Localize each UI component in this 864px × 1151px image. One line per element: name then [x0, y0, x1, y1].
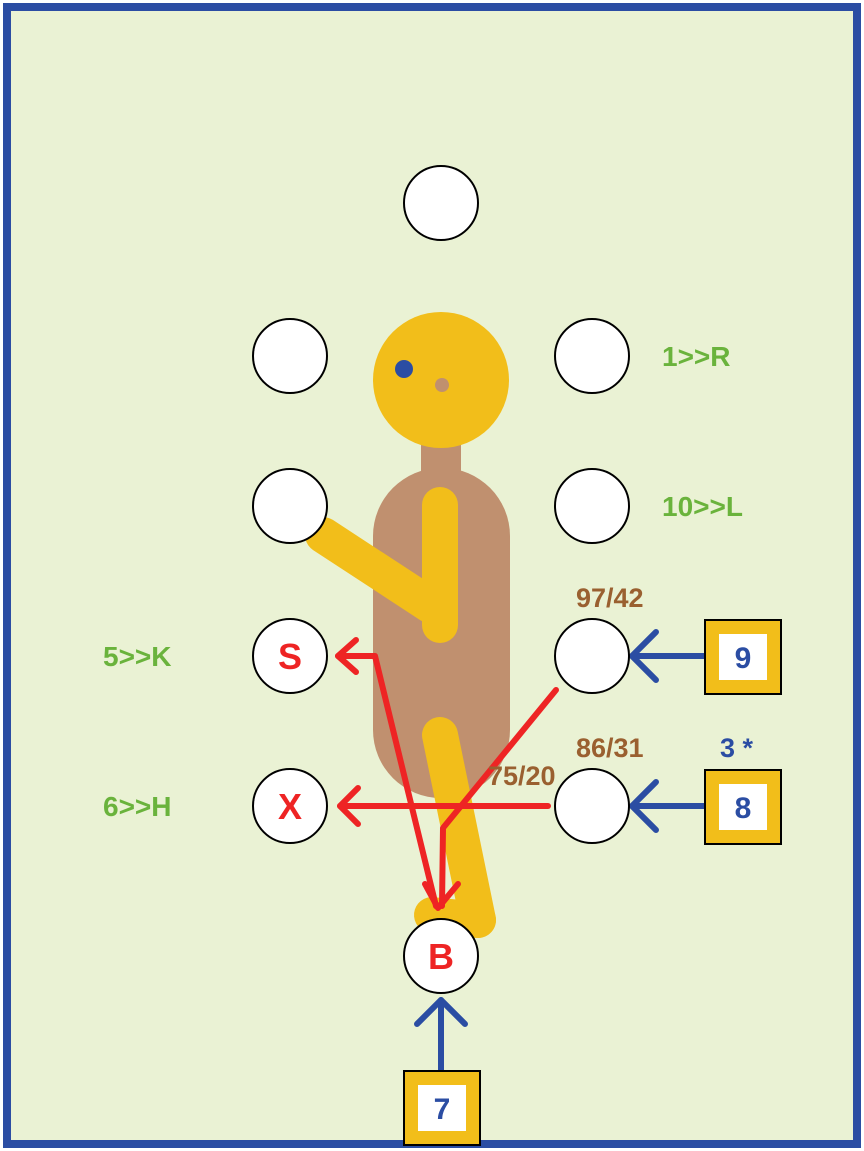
blue-arrowhead-9 — [629, 629, 659, 683]
circle-right-3 — [554, 618, 630, 694]
circle-top — [403, 165, 479, 241]
circle-mid-left — [252, 468, 328, 544]
circle-x-circle: X — [252, 768, 328, 844]
circle-b-circle: B — [403, 918, 479, 994]
arrow-s-to-b — [335, 653, 439, 909]
label-1-r: 1>>R — [662, 341, 731, 372]
figure-arm — [305, 517, 448, 623]
box-9: 9 — [704, 619, 782, 695]
arrowhead-x — [337, 785, 361, 827]
circle-right-4 — [554, 768, 630, 844]
circle-letter-x: X — [278, 786, 302, 827]
number-boxes: 9 8 7 — [403, 619, 782, 1146]
figure — [305, 312, 510, 938]
circle-upper-right — [554, 318, 630, 394]
figure-eye — [395, 360, 413, 378]
circle-letter-s: S — [278, 636, 302, 677]
box-number-8: 8 — [735, 792, 752, 825]
arrowhead-s — [335, 637, 359, 675]
circle-mid-right — [554, 468, 630, 544]
score-97-42: 97/42 — [576, 583, 644, 613]
blue-arrowhead-8 — [629, 779, 659, 833]
blue-arrows — [414, 629, 708, 1083]
arrowhead-b — [422, 881, 461, 911]
blue-note: 3 * — [720, 733, 754, 763]
red-arrows — [335, 637, 559, 911]
circle-s-circle: S — [252, 618, 328, 694]
label-6-h: 6>>H — [103, 791, 172, 822]
score-86-31: 86/31 — [576, 733, 644, 763]
box-7: 7 — [403, 1070, 481, 1146]
box-number-9: 9 — [735, 642, 752, 675]
score-75-20: 75/20 — [488, 761, 556, 791]
box-number-7: 7 — [434, 1093, 451, 1126]
circle-upper-left — [252, 318, 328, 394]
position-circles: S X B — [252, 165, 630, 994]
figure-nose — [435, 378, 449, 392]
circle-letter-b: B — [428, 936, 454, 977]
figure-leg — [422, 717, 496, 938]
box-8: 8 — [704, 769, 782, 845]
label-5-k: 5>>K — [103, 641, 172, 672]
blue-arrowhead-7 — [414, 997, 468, 1027]
arrow-right3-to-b — [439, 687, 559, 909]
label-10-l: 10>>L — [662, 491, 743, 522]
figure-foot — [414, 897, 496, 938]
